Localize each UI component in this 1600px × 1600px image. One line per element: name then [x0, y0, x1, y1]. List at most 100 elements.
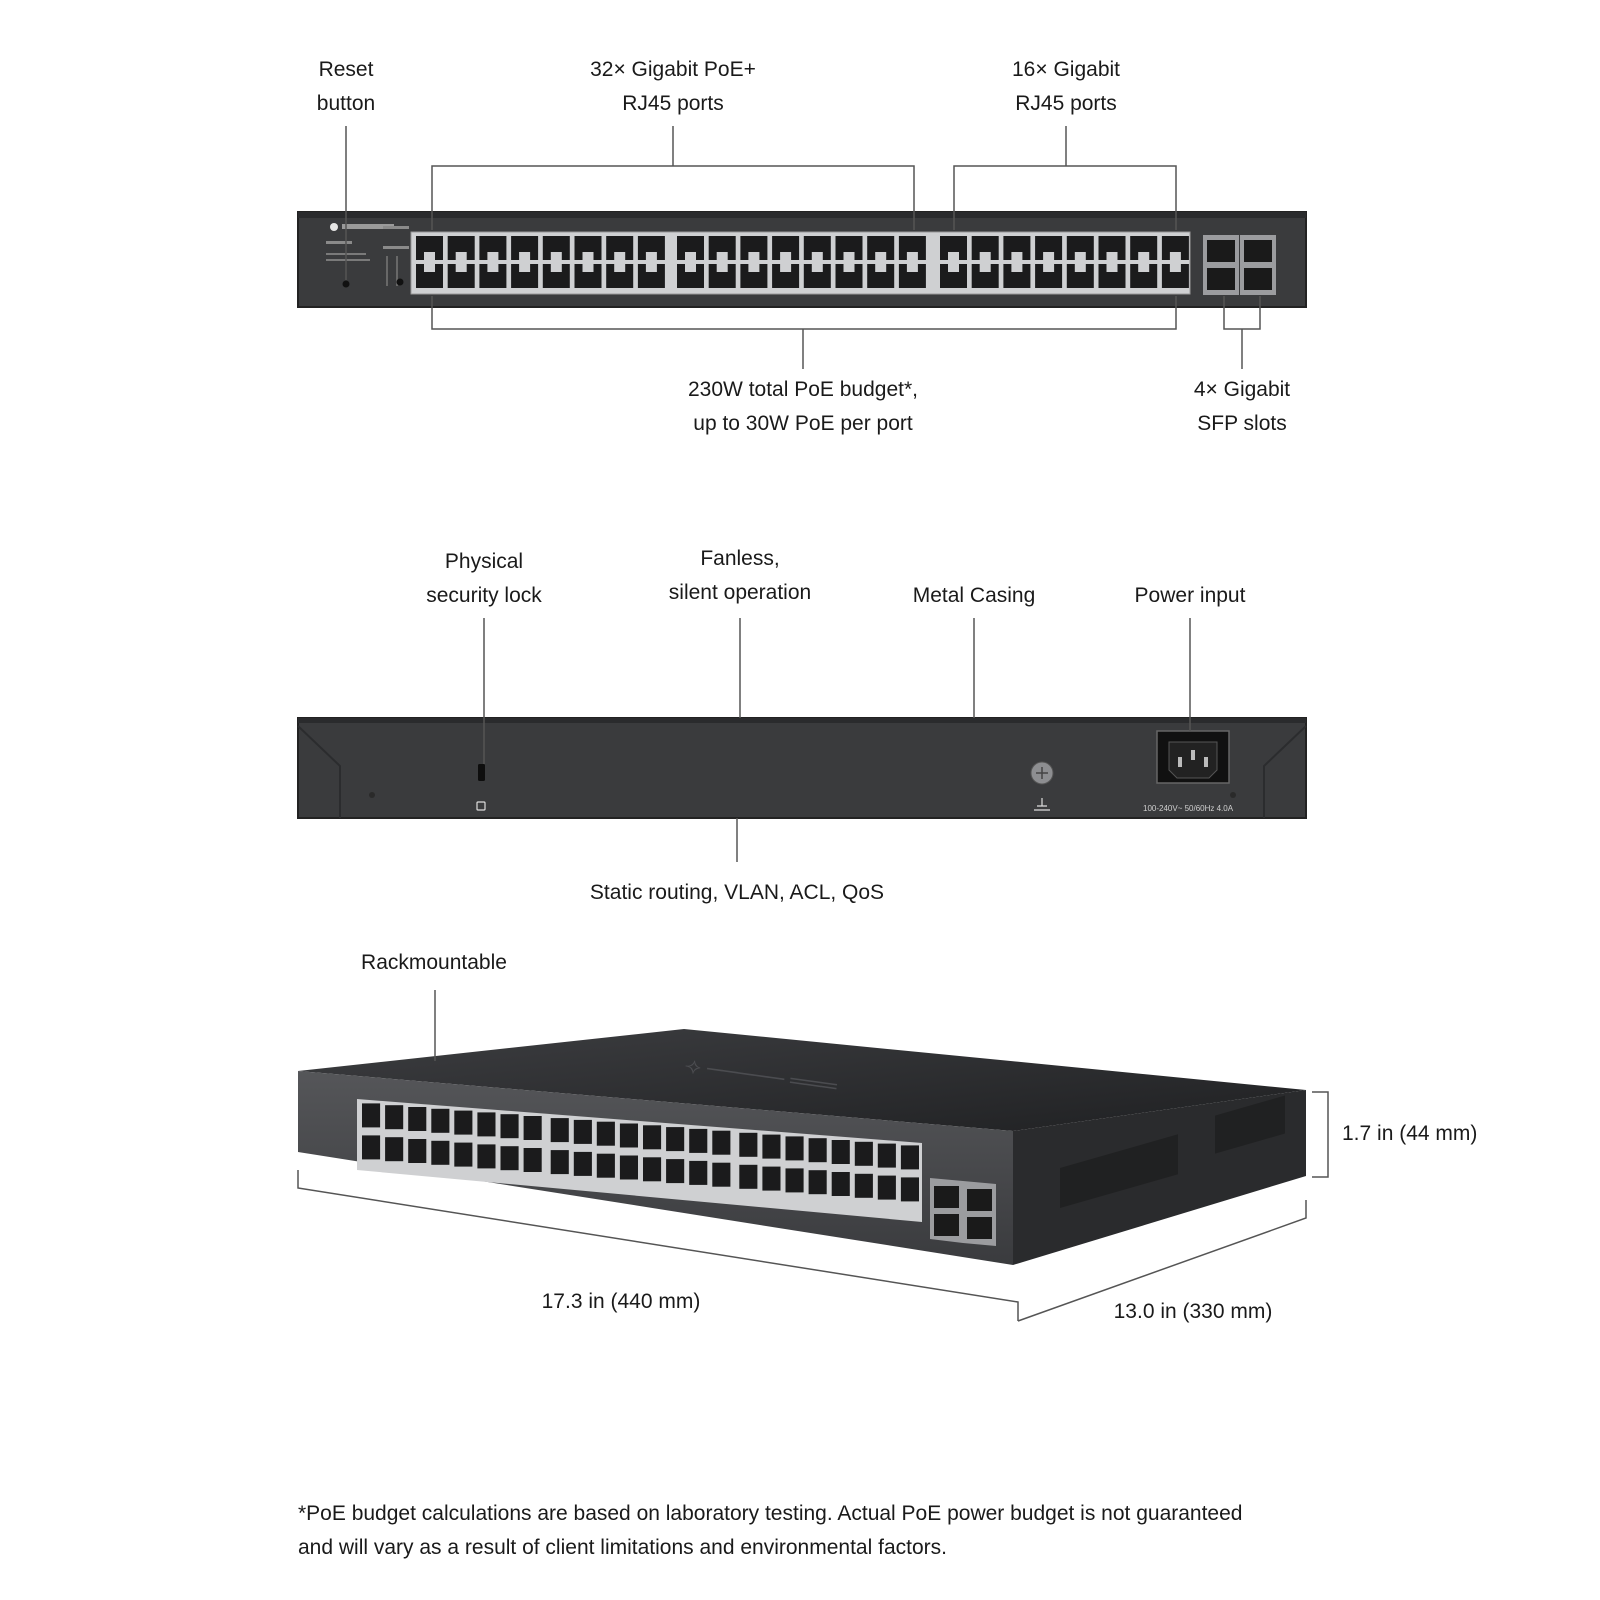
rj45-port	[500, 1114, 519, 1139]
rj45-port-latch	[487, 264, 499, 272]
rj45-port	[643, 1157, 662, 1182]
rj45-port-latch	[550, 264, 562, 272]
rj45-port	[689, 1160, 708, 1185]
rj45-port-latch	[780, 252, 792, 260]
rj45-port-latch	[1106, 252, 1118, 260]
front-callout-lines	[345, 126, 1261, 369]
rj45-port-latch	[685, 264, 696, 272]
rj45-port	[785, 1136, 804, 1161]
sfp-slots-front	[1203, 235, 1276, 295]
rj45-port	[596, 1153, 615, 1178]
rj45-port	[689, 1128, 708, 1153]
rj45-port	[385, 1137, 404, 1162]
rj45-port	[877, 1143, 896, 1168]
rj45-port-latch	[582, 264, 594, 272]
poe-ports-callout: 32× Gigabit PoE+ RJ45 ports	[590, 58, 756, 115]
depth-dimension-label: 13.0 in (330 mm)	[1113, 1300, 1273, 1323]
reset-button-callout: Reset button	[316, 58, 376, 115]
features-callout: Static routing, VLAN, ACL, QoS	[589, 881, 885, 904]
rj45-port	[666, 1159, 685, 1184]
side-vents	[1060, 1095, 1285, 1209]
rj45-port	[431, 1108, 450, 1133]
rj45-port-latch	[948, 264, 959, 272]
sfp-slots-perspective	[930, 1178, 996, 1246]
rj45-port	[573, 1151, 592, 1176]
perspective-view: ⟢ ───── ═══	[298, 1029, 1306, 1265]
rj45-port	[831, 1140, 850, 1164]
rj45-port	[573, 1119, 592, 1144]
rj45-port-latch	[1106, 264, 1118, 272]
rj45-port-latch	[1074, 264, 1086, 272]
rj45-port-latch	[843, 264, 855, 272]
rj45-port	[762, 1134, 781, 1159]
power-input-callout: Power input	[1134, 584, 1246, 607]
gigabit-ports-callout: 16× Gigabit RJ45 ports	[1012, 58, 1120, 115]
rj45-port-latch	[1138, 252, 1150, 260]
switch-top-surface	[298, 1029, 1306, 1131]
rj45-port	[900, 1177, 919, 1202]
rj45-port-latch	[614, 264, 626, 272]
rj45-port-latch	[906, 252, 918, 260]
rj45-port	[362, 1135, 381, 1160]
rj45-port-latch	[487, 252, 499, 260]
power-rating-label: 100-240V~ 50/60Hz 4.0A	[1143, 804, 1234, 813]
rj45-port-latch	[614, 252, 626, 260]
rj45-port	[666, 1127, 685, 1152]
rj45-port-latch	[979, 252, 991, 260]
rear-chassis	[297, 717, 1307, 819]
rj45-port	[643, 1125, 662, 1150]
rj45-port	[500, 1146, 519, 1171]
rj45-port-latch	[1043, 252, 1055, 260]
rj45-port	[854, 1141, 873, 1166]
rj45-port-latch	[1169, 264, 1181, 272]
rj45-port-latch	[519, 252, 531, 260]
rj45-port-latch	[1169, 252, 1181, 260]
rj45-port-latch	[811, 252, 823, 260]
rj45-port-latch	[780, 264, 792, 272]
rj45-port	[550, 1118, 569, 1143]
rj45-port-latch	[645, 264, 657, 272]
ground-symbol-icon	[1034, 798, 1050, 811]
rear-callout-lines	[483, 618, 1191, 862]
rj45-port-latch	[424, 264, 435, 272]
security-lock-callout: Physical security lock	[426, 550, 542, 607]
lock-symbol-icon	[476, 801, 486, 811]
rj45-port-latch	[424, 252, 435, 260]
rj45-port	[408, 1107, 427, 1131]
rj45-port	[808, 1138, 827, 1163]
perspective-port-panel	[357, 1099, 922, 1222]
rj45-port-latch	[1074, 252, 1086, 260]
rj45-port-latch	[948, 252, 959, 260]
rj45-port-latch	[1011, 252, 1023, 260]
rj45-port-latch	[455, 264, 467, 272]
rj45-port-latch	[875, 252, 887, 260]
rj45-ports-perspective	[357, 1099, 922, 1222]
rj45-port	[877, 1175, 896, 1200]
rj45-port	[477, 1144, 496, 1169]
rj45-port-latch	[979, 264, 991, 272]
rj45-port-latch	[550, 252, 562, 260]
led-indicators	[383, 226, 409, 286]
width-dimension-label: 17.3 in (440 mm)	[541, 1290, 701, 1313]
rj45-port	[523, 1148, 542, 1172]
sfp-slots-callout: 4× Gigabit SFP slots	[1193, 378, 1291, 435]
rj45-port	[831, 1172, 850, 1196]
rj45-port	[739, 1164, 758, 1189]
rj45-port	[454, 1142, 473, 1167]
rj45-port-latch	[875, 264, 887, 272]
footnote: *PoE budget calculations are based on la…	[298, 1502, 1243, 1559]
rj45-port	[362, 1103, 381, 1128]
rj45-port	[523, 1116, 542, 1140]
rj45-port	[808, 1170, 827, 1195]
rj45-port	[596, 1121, 615, 1146]
rj45-port	[477, 1112, 496, 1137]
rj45-port-latch	[1043, 264, 1055, 272]
dimension-lines	[297, 990, 1329, 1322]
rj45-port	[385, 1105, 404, 1130]
height-dimension-label: 1.7 in (44 mm)	[1342, 1122, 1478, 1145]
rj45-port-latch	[519, 264, 531, 272]
rj45-port	[762, 1166, 781, 1191]
poe-budget-callout: 230W total PoE budget*, up to 30W PoE pe…	[688, 378, 918, 435]
rj45-port	[854, 1173, 873, 1198]
